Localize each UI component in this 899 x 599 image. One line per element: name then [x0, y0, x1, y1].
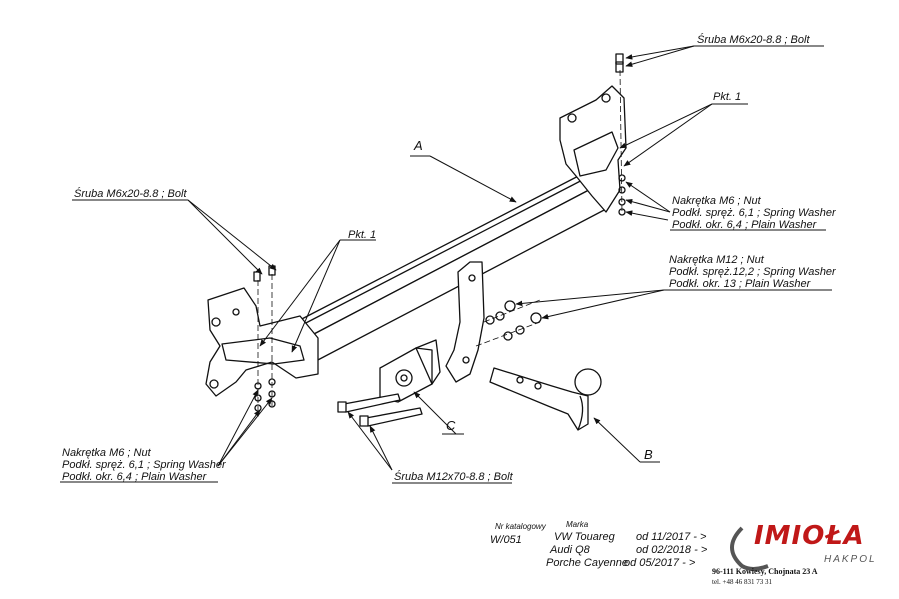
- label-bolt-m12: Śruba M12x70-8.8 ; Bolt: [394, 471, 513, 483]
- label-pkt1-right: Pkt. 1: [713, 91, 742, 103]
- vehicle-date: od 05/2017 - >: [624, 557, 696, 569]
- vehicle-model: Audi Q8: [550, 544, 590, 556]
- logo-subbrand: HAKPOL: [824, 554, 877, 565]
- catalog-number: W/051: [490, 534, 522, 546]
- left-bracket: [205, 287, 319, 397]
- label-bolt-top-right: Śruba M6x20-8.8 ; Bolt: [697, 34, 810, 46]
- label-nut-m12: Nakrętka M12 ; Nut: [669, 254, 764, 266]
- logo-swoosh: [730, 526, 769, 571]
- imiola-logo: IMIOŁA HAKPOL: [732, 521, 892, 571]
- label-plain-washer-13: Podkł. okr. 13 ; Plain Washer: [669, 278, 811, 290]
- label-part-b: B: [644, 447, 653, 462]
- hitch-plate: [445, 261, 485, 383]
- vehicle-date: od 11/2017 - >: [636, 531, 707, 543]
- label-part-a: A: [414, 138, 423, 153]
- label-part-c: C: [446, 418, 456, 433]
- vehicle-model: Porche Cayenne: [546, 557, 628, 569]
- label-plain-washer-64-right: Podkł. okr. 6,4 ; Plain Washer: [672, 219, 817, 231]
- label-nut-m6-right: Nakrętka M6 ; Nut: [672, 195, 761, 207]
- company-address: 96-111 Kowiesy, Chojnata 23 A: [712, 567, 818, 576]
- make-label: Marka: [566, 520, 589, 529]
- crossbar-a: [295, 169, 609, 363]
- label-spring-washer-122: Podkł. spręż.12,2 ; Spring Washer: [669, 266, 836, 278]
- vehicle-model: VW Touareg: [554, 531, 615, 543]
- socket-plate-c: [379, 339, 441, 403]
- ball-arm-b: [489, 367, 602, 431]
- right-bracket: [559, 85, 627, 213]
- logo-wordmark: IMIOŁA: [754, 521, 865, 551]
- company-phone: tel. +48 46 831 73 31: [712, 578, 772, 586]
- label-nut-m6-left: Nakrętka M6 ; Nut: [62, 447, 151, 459]
- catalog-number-label: Nr katalogowy: [495, 522, 546, 531]
- label-spring-washer-61-right: Podkł. spręż. 6,1 ; Spring Washer: [672, 207, 836, 219]
- alignment-lines: [257, 69, 623, 410]
- label-pkt1-left: Pkt. 1: [348, 229, 377, 241]
- vehicle-date: od 02/2018 - >: [636, 544, 708, 556]
- label-bolt-left: Śruba M6x20-8.8 ; Bolt: [74, 188, 187, 200]
- label-spring-washer-61-left: Podkł. spręż. 6,1 ; Spring Washer: [62, 459, 226, 471]
- label-plain-washer-64-left: Podkł. okr. 6,4 ; Plain Washer: [62, 471, 207, 483]
